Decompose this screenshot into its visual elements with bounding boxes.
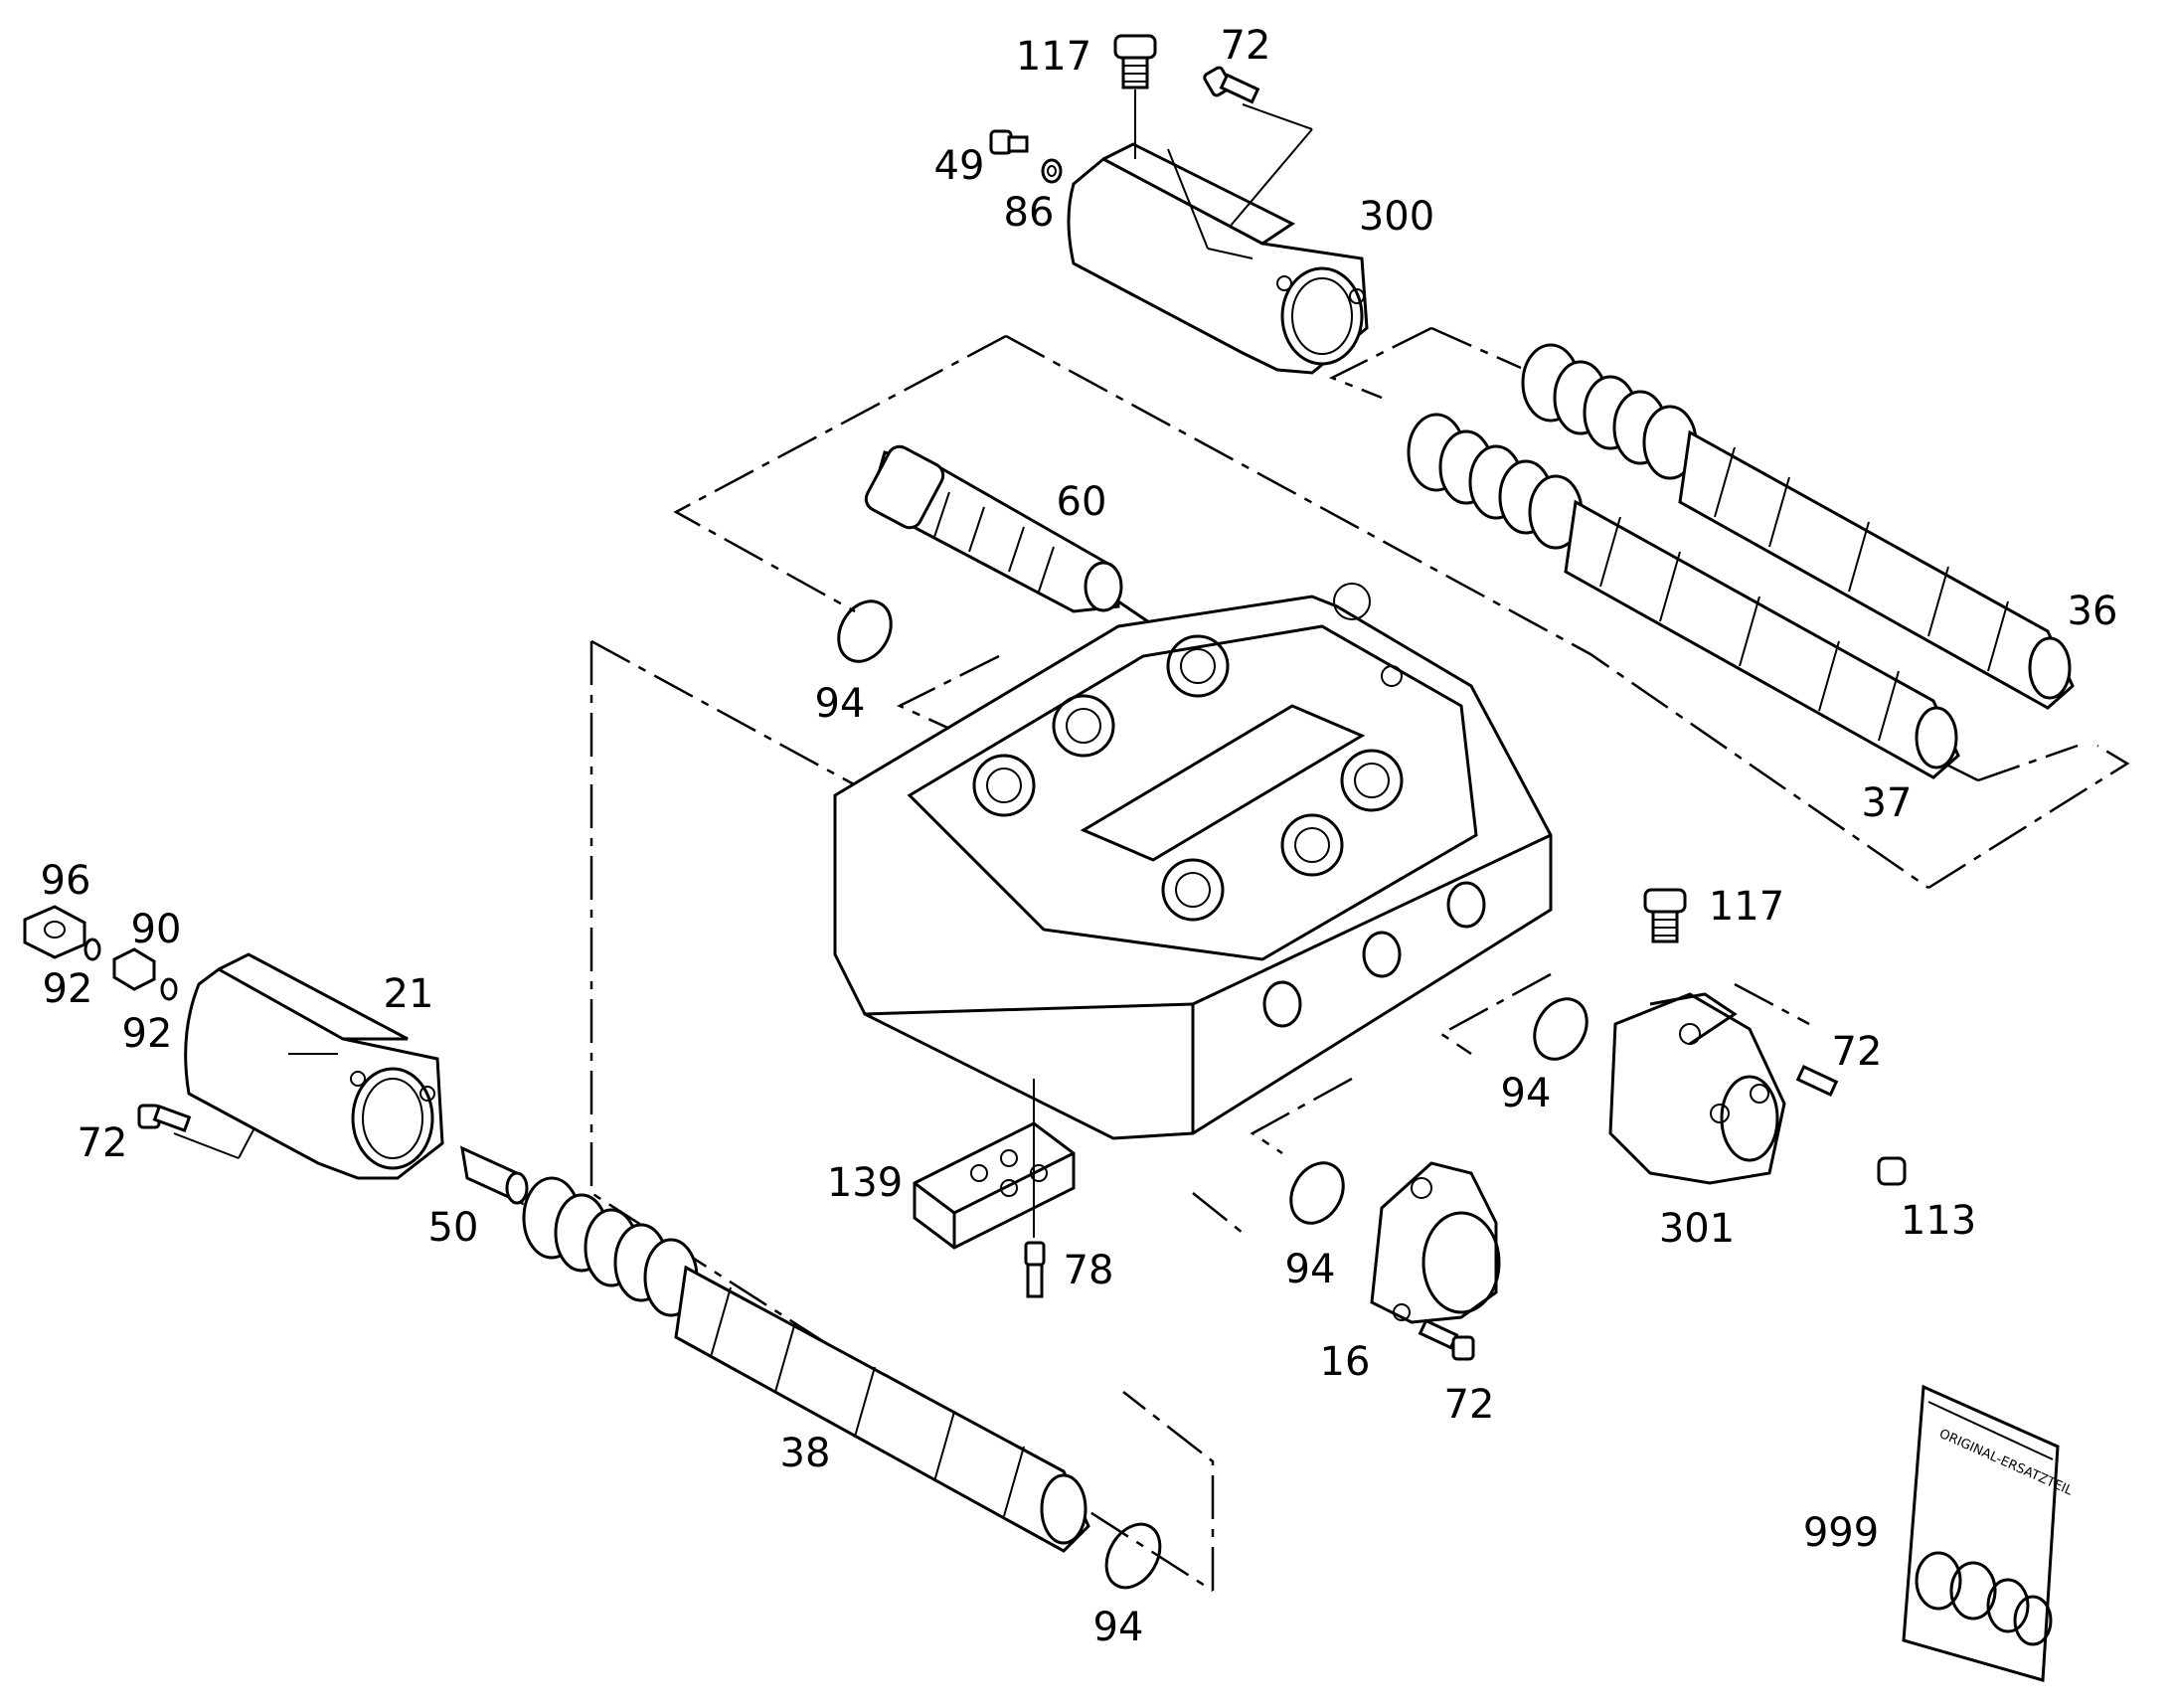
part-94-oring-bottom: [1104, 1522, 1162, 1590]
callout-90: 90: [130, 907, 182, 952]
part-94-oring-upper: [837, 599, 893, 663]
callout-117-right: 117: [1708, 884, 1785, 930]
callout-50: 50: [427, 1205, 479, 1251]
part-72-screw-right: [1795, 1065, 1839, 1097]
part-60-valve-cartridge: [864, 444, 1159, 630]
part-113-plug: [1877, 1156, 1907, 1186]
part-94-oring-right: [1533, 997, 1588, 1061]
part-21-left-housing: [184, 952, 444, 1180]
part-117-plug-right: [1643, 888, 1687, 943]
callout-72-bottom: 72: [1443, 1382, 1495, 1428]
part-139-plate: [913, 1121, 1076, 1250]
part-96-nut: [23, 905, 86, 959]
callout-60: 60: [1056, 479, 1107, 525]
part-92-oring-a: [84, 938, 101, 961]
callout-92-a: 92: [42, 966, 93, 1012]
part-36-spool-upper: [1521, 343, 2075, 710]
part-300-cover-housing: [1067, 142, 1369, 375]
part-49-screw: [989, 129, 1029, 155]
part-72-screw-top: [1203, 66, 1260, 104]
part-72-screw-left: [137, 1104, 192, 1132]
callout-94-upper: 94: [814, 681, 866, 727]
callout-36: 36: [2067, 589, 2118, 634]
callout-72-left: 72: [77, 1120, 128, 1166]
part-37-spool-lower: [1407, 413, 1960, 779]
part-72-screw-bottom: [1418, 1318, 1475, 1361]
callout-94-bottom: 94: [1092, 1605, 1144, 1650]
part-78-screw: [1024, 1079, 1046, 1298]
part-86-washer: [1041, 158, 1063, 184]
part-117-plug-top: [1113, 34, 1157, 159]
callout-49: 49: [933, 143, 985, 189]
callout-21: 21: [383, 971, 434, 1017]
callout-16: 16: [1319, 1339, 1371, 1385]
callout-113: 113: [1900, 1198, 1977, 1244]
callout-72-right: 72: [1831, 1029, 1883, 1075]
callout-117-top: 117: [1015, 34, 1092, 80]
part-94-oring-lower: [1289, 1161, 1345, 1225]
main-valve-body: [833, 583, 1553, 1140]
part-50-stud: [460, 1145, 529, 1206]
callout-94-lower: 94: [1284, 1247, 1336, 1292]
part-92-oring-b: [160, 977, 178, 1001]
callout-139: 139: [826, 1160, 904, 1206]
part-90-nut: [112, 947, 156, 991]
callout-37: 37: [1861, 780, 1913, 826]
part-16-cover: [1370, 1161, 1501, 1324]
part-999-seal-kit-bag: ORIGINAL-ERSATZTEIL: [1902, 1384, 2076, 1682]
callout-96: 96: [40, 858, 91, 904]
callout-38: 38: [779, 1431, 831, 1476]
part-38-spool: [522, 1176, 1090, 1553]
callout-999: 999: [1802, 1510, 1880, 1556]
callout-301: 301: [1658, 1206, 1736, 1252]
callout-78: 78: [1063, 1248, 1114, 1293]
callout-300: 300: [1358, 194, 1435, 240]
callout-94-right: 94: [1500, 1071, 1552, 1116]
callout-86: 86: [1003, 190, 1055, 236]
callout-72-top: 72: [1220, 23, 1271, 69]
callout-92-b: 92: [121, 1011, 173, 1057]
part-301-end-cover: [1608, 992, 1786, 1185]
